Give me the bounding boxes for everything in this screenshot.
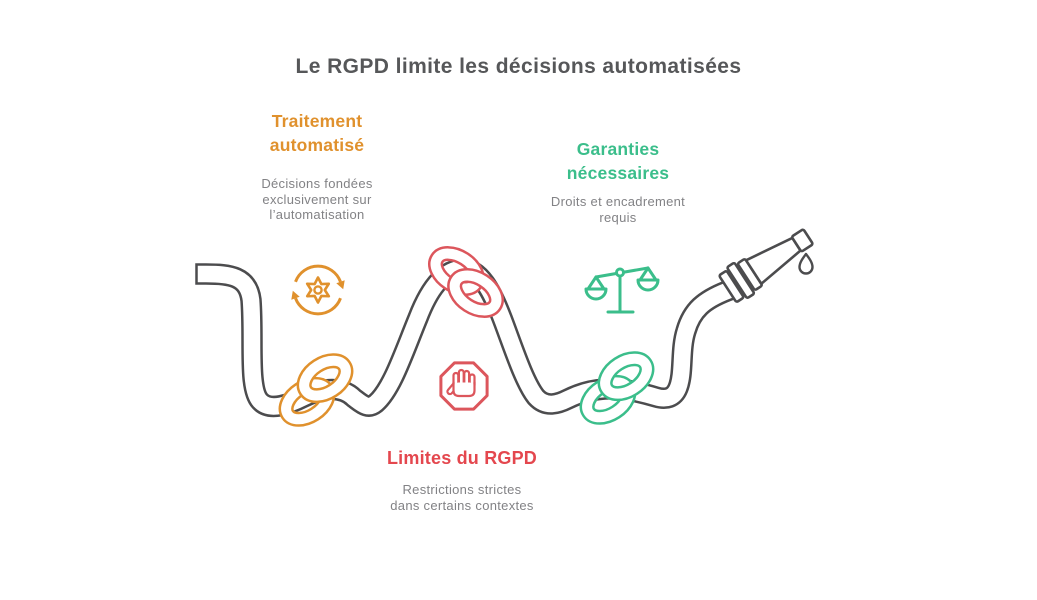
section-body-limits: Restrictions strictes dans certains cont…: [390, 482, 534, 513]
stop-hand-icon: [439, 361, 489, 411]
infographic-title: Le RGPD limite les décisions automatisée…: [295, 55, 742, 78]
section-body-automated: Décisions fondées exclusivement sur l’au…: [261, 176, 373, 222]
sync-gear-icon: [291, 264, 345, 316]
section-heading-guarantees: Garanties nécessaires: [566, 139, 670, 183]
green-knot: [579, 351, 655, 425]
nozzle: [718, 228, 814, 303]
orange-knot: [278, 353, 354, 427]
red-knot: [428, 246, 504, 318]
section-body-guarantees: Droits et encadrement requis: [550, 194, 686, 225]
water-drop-icon: [798, 252, 814, 275]
justice-scales-icon: [584, 266, 660, 314]
section-heading-automated: Traitement automatisé: [269, 111, 365, 155]
section-heading-limits: Limites du RGPD: [386, 448, 538, 468]
